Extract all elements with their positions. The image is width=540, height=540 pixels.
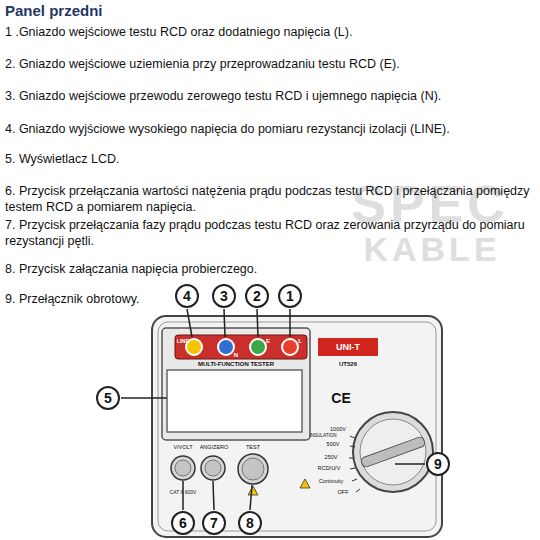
range-label: 1000V (330, 426, 346, 432)
callout-circle: 4 (175, 284, 199, 308)
range-label: 250V (325, 454, 338, 460)
leader-line (224, 309, 225, 337)
volt-button (171, 456, 195, 480)
button-label: V/VOLT (173, 444, 192, 450)
list-item: 4. Gniazdo wyjściowe wysokiego napięcia … (5, 121, 533, 137)
logo-box (318, 338, 378, 356)
rotary-switch (353, 412, 433, 492)
range-label: Continuity (319, 478, 343, 484)
leader-line (182, 481, 184, 510)
test-button (238, 454, 268, 484)
callout-circle: 1 (278, 284, 302, 308)
brand-logo: UNI-T (336, 342, 360, 352)
leader-line (187, 309, 192, 337)
leader-line (257, 309, 258, 337)
leader-line (395, 463, 425, 465)
dial-ticks (349, 436, 360, 492)
socket-strip (175, 335, 307, 359)
button-label: TEST (246, 444, 260, 450)
list-item: 3. Gniazdo wejściowe przewodu zerowego t… (5, 88, 533, 104)
callout-circle: 2 (245, 284, 269, 308)
range-label: OFF (338, 489, 349, 495)
button-face (242, 458, 264, 480)
callout-number: 5 (104, 390, 112, 406)
leader-line (121, 397, 167, 399)
callout-number: 6 (179, 515, 187, 531)
list-item: 7. Przycisk przełączania fazy prądu podc… (5, 217, 533, 249)
warning-triangle (300, 479, 310, 488)
housing-inner-edge (158, 322, 436, 531)
callout-number: 8 (246, 515, 254, 531)
list-item: 5. Wyświetlacz LCD. (5, 151, 533, 167)
button-label: ANG/ZERO (200, 444, 229, 450)
category-label: CAT II 600V (170, 490, 197, 496)
socket-label: L (298, 338, 302, 345)
l-socket (282, 339, 298, 355)
socket-label: E (266, 338, 270, 345)
leader-line (289, 309, 291, 337)
panel-title: MULTI-FUNCTION TESTER (198, 361, 274, 368)
callout-number: 9 (434, 456, 442, 472)
callout-number: 1 (286, 288, 294, 304)
warning-triangle (248, 486, 258, 495)
button-face (205, 460, 221, 476)
socket-label: LINE (177, 338, 190, 344)
callout-circle: 5 (96, 386, 120, 410)
knob-pointer (360, 436, 425, 468)
list-item: 1 .Gniazdo wejściowe testu RCD oraz doda… (5, 24, 533, 40)
callout-circle: 6 (171, 511, 195, 535)
callout-number: 2 (253, 288, 261, 304)
callout-number: 7 (210, 515, 218, 531)
socket-label: N (234, 352, 238, 359)
model-name: UT526 (339, 361, 357, 368)
display-frame (162, 328, 310, 440)
n-socket (218, 339, 234, 355)
zero-button (201, 456, 225, 480)
tester-housing (152, 316, 442, 537)
leader-line (213, 481, 214, 510)
callout-number: 4 (183, 288, 191, 304)
callout-circle: 9 (426, 452, 450, 476)
list-item: 8. Przycisk załączania napięcia probierc… (5, 261, 533, 277)
callout-circle: 8 (238, 511, 262, 535)
page-title: Panel przedni (5, 2, 103, 19)
ce-mark: CE (331, 390, 350, 406)
e-socket (250, 339, 266, 355)
list-item: 2. Gniazdo wejściowe uziemienia przy prz… (5, 56, 533, 72)
leader-line (250, 485, 252, 510)
range-label: 500V (327, 441, 340, 447)
range-label: RCD/U/V (318, 465, 341, 471)
list-item: 6. Przycisk przełączania wartości natęże… (5, 183, 533, 215)
range-label: INSULATION (309, 433, 336, 438)
rotary-knob (360, 419, 426, 485)
button-face (175, 460, 191, 476)
watermark: KABLE (363, 230, 500, 269)
lcd-screen (167, 370, 302, 432)
callout-number: 3 (220, 288, 228, 304)
callout-circle: 7 (202, 511, 226, 535)
list-item: 9. Przełącznik obrotowy. (5, 291, 533, 307)
callout-circle: 3 (212, 284, 236, 308)
